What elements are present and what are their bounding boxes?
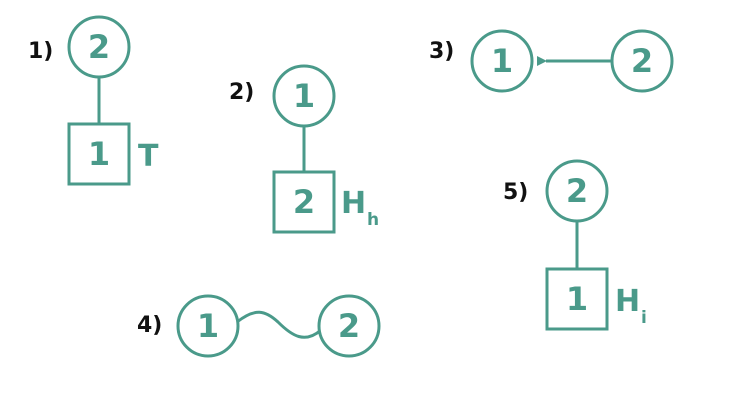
diagram-2: 2) 1 2 H h (229, 64, 379, 234)
circle-node (272, 64, 336, 128)
node-tag: T (138, 139, 159, 174)
node-number: 1 (566, 280, 588, 318)
node-tag: H (615, 284, 640, 319)
node-number: 2 (566, 172, 588, 210)
node-number: 2 (338, 307, 360, 345)
node-tag-subscript: i (641, 308, 647, 328)
diagram-label: 3) (429, 39, 454, 64)
diagram-label: 5) (503, 180, 528, 205)
square-node (67, 122, 131, 186)
node-tag-subscript: h (367, 210, 379, 230)
wavy-edge (236, 310, 322, 339)
node-number: 2 (631, 42, 653, 80)
circle-node (545, 159, 609, 223)
node-number: 2 (88, 28, 110, 66)
circle-node (176, 294, 240, 358)
square-node (545, 267, 609, 331)
circle-node (67, 15, 131, 79)
diagram-4: 4) 1 2 (137, 294, 381, 358)
node-number: 2 (293, 183, 315, 221)
circle-node (317, 294, 381, 358)
diagram-label: 1) (28, 39, 53, 64)
node-number: 1 (197, 307, 219, 345)
diagram-label: 2) (229, 80, 254, 105)
square-node (272, 170, 336, 234)
circle-node (470, 29, 534, 93)
diagram-1: 1) 2 1 T (28, 15, 159, 186)
node-number: 1 (88, 135, 110, 173)
diagram-label: 4) (137, 313, 162, 338)
diagram-5: 5) 2 1 H i (503, 159, 647, 331)
diagram-3: 3) 1 2 (429, 29, 674, 93)
node-number: 1 (293, 77, 315, 115)
node-number: 1 (491, 42, 513, 80)
circle-node (610, 29, 674, 93)
node-tag: H (341, 186, 366, 221)
